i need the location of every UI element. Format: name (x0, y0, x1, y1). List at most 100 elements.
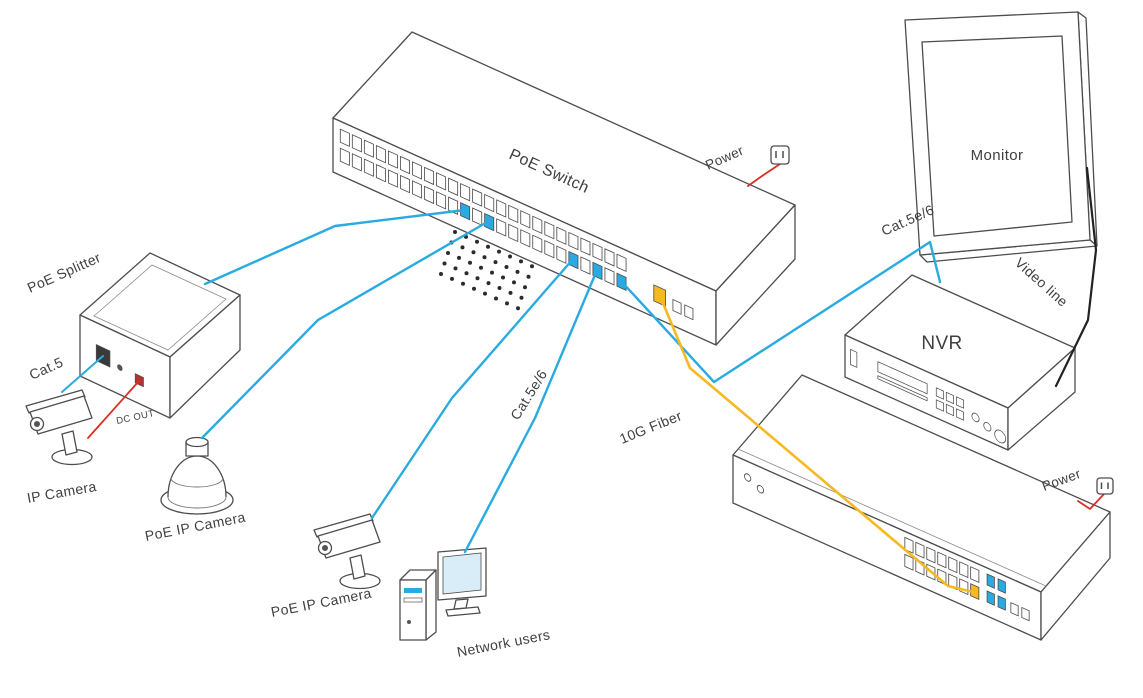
cable-dome-camera-uplink (200, 219, 491, 440)
cable-splitter-uplink (203, 208, 467, 286)
port (592, 242, 603, 262)
port (959, 561, 969, 579)
monitor-screen (921, 35, 1073, 237)
vent-dot (494, 296, 498, 301)
cable-splitter-dc-out (87, 380, 140, 439)
port (472, 188, 483, 207)
sfp-port (684, 304, 694, 321)
dome-camera-band (170, 477, 224, 488)
cable-splitter-cat5-out (61, 355, 104, 393)
port (937, 568, 947, 586)
usb-port (983, 422, 992, 432)
button (955, 396, 965, 409)
vent (877, 375, 928, 402)
monitor-figure (904, 11, 1098, 263)
led (744, 473, 752, 482)
cable-switch-to-nvr (619, 240, 942, 384)
vent-dot (508, 290, 513, 295)
port (448, 177, 459, 196)
port (544, 240, 555, 259)
vent-dot (516, 306, 520, 311)
port (544, 221, 555, 240)
port (339, 128, 350, 148)
port (412, 161, 422, 180)
usb-port (971, 412, 980, 423)
button (945, 403, 954, 417)
port (424, 185, 435, 205)
port (520, 229, 531, 248)
vent-dot (439, 272, 443, 276)
port (580, 256, 591, 275)
port (580, 237, 591, 256)
vent-dot (530, 264, 534, 269)
port (387, 150, 398, 169)
fiber-label: 10G Fiber (617, 407, 684, 447)
port (363, 158, 374, 177)
vent-dot (468, 260, 472, 265)
vent-dot (501, 275, 505, 280)
pc-monitor-base (445, 606, 481, 617)
nvr-label: NVR (921, 333, 962, 354)
vent-dot (450, 276, 454, 281)
uplink-switch-right-face (1040, 511, 1111, 641)
poe-ip-camera-bullet-figure (313, 513, 381, 590)
cable-network-users-uplink (463, 268, 599, 554)
port (532, 215, 543, 234)
vent-dot (453, 230, 457, 234)
port (532, 234, 543, 253)
port (904, 536, 914, 554)
cable-video-line (1054, 166, 1098, 388)
port (915, 541, 925, 559)
vent-dot (446, 251, 450, 255)
cat5-label: Cat.5 (27, 354, 66, 383)
port (568, 231, 579, 251)
port (436, 191, 447, 210)
vent-dot (486, 281, 491, 286)
nvr-figure (844, 274, 1076, 451)
port (351, 134, 362, 153)
vent-dot (482, 255, 487, 260)
port (520, 210, 531, 229)
vent-dot (460, 245, 465, 250)
vent-dot (442, 261, 447, 266)
vent-dot (461, 281, 465, 286)
pc-power-button (407, 620, 411, 624)
port (556, 226, 567, 245)
port (604, 248, 615, 267)
port (970, 583, 980, 601)
dome-camera-neck-top (185, 436, 209, 448)
button (945, 391, 954, 405)
vent-dot (483, 291, 487, 296)
poe-splitter-top-inset (93, 264, 227, 351)
vent-dot (505, 301, 509, 306)
poe-splitter-label: PoE Splitter (25, 249, 103, 296)
led (756, 484, 765, 494)
poe-splitter-right-face (169, 294, 241, 419)
port (400, 155, 410, 175)
port (472, 207, 483, 226)
port (363, 139, 374, 158)
dome-camera-dome (167, 455, 227, 498)
network-users-label: Network users (456, 626, 552, 660)
port (351, 153, 362, 172)
vent-dot (512, 280, 516, 285)
pc-tower-drive (404, 588, 422, 593)
port (986, 590, 995, 606)
vent-dots-shadow (439, 230, 534, 311)
vent-dot (526, 274, 531, 279)
vent-dot (504, 265, 509, 269)
vent-dot (508, 254, 512, 259)
vent-dot (453, 266, 458, 271)
vent-dot (471, 250, 476, 255)
power-button (994, 429, 1007, 444)
vent-dot (475, 239, 479, 244)
poe-switch (332, 31, 796, 346)
port (997, 578, 1006, 594)
port (496, 199, 507, 218)
monitor-label: Monitor (971, 147, 1024, 164)
vent-dot (490, 270, 494, 275)
port (424, 166, 435, 186)
vent-dot (519, 259, 523, 264)
